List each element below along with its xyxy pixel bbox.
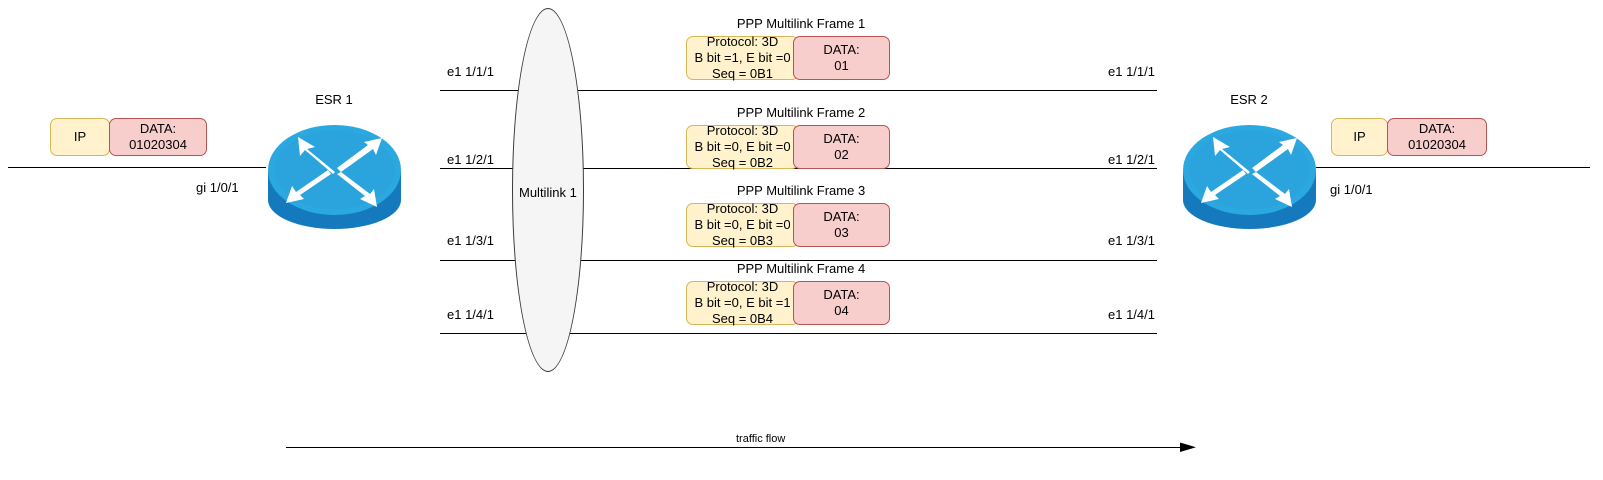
frame-payload-3: DATA: 03 (793, 203, 890, 247)
frame-header-4: Protocol: 3D B bit =0, E bit =1 Seq = 0B… (686, 279, 799, 326)
left-interface-label-2: e1 1/2/1 (447, 152, 494, 167)
frame-payload-2: DATA: 02 (793, 125, 890, 169)
left-router-name: ESR 1 (315, 92, 353, 107)
frame-payload-1: DATA: 01 (793, 36, 890, 80)
right-router-interface-label: gi 1/0/1 (1330, 182, 1373, 197)
left-interface-label-3: e1 1/3/1 (447, 233, 494, 248)
left-interface-label-4: e1 1/4/1 (447, 307, 494, 322)
right-interface-label-1: e1 1/1/1 (1108, 64, 1155, 79)
bundle-link-line-4 (440, 333, 1157, 334)
frame-payload-4: DATA: 04 (793, 281, 890, 325)
left-packet-payload: DATA: 01020304 (109, 118, 207, 156)
right-interface-label-2: e1 1/2/1 (1108, 152, 1155, 167)
multilink-bundle-label: Multilink 1 (519, 185, 577, 200)
frame-header-2: Protocol: 3D B bit =0, E bit =0 Seq = 0B… (686, 123, 799, 170)
frame-title-1: PPP Multilink Frame 1 (736, 16, 866, 31)
frame-header-1: Protocol: 3D B bit =1, E bit =0 Seq = 0B… (686, 34, 799, 81)
router-esr-2 (1180, 112, 1319, 232)
traffic-flow-line (286, 447, 1184, 448)
bundle-link-line-1 (440, 90, 1157, 91)
bundle-link-line-3 (440, 260, 1157, 261)
right-packet-payload: DATA: 01020304 (1387, 118, 1487, 156)
multilink-bundle-ellipse (512, 8, 584, 372)
frame-title-4: PPP Multilink Frame 4 (736, 261, 866, 276)
right-interface-label-3: e1 1/3/1 (1108, 233, 1155, 248)
frame-title-3: PPP Multilink Frame 3 (736, 183, 866, 198)
traffic-flow-label: traffic flow (736, 433, 786, 445)
right-access-link (1316, 167, 1590, 168)
right-packet-ip-header: IP (1331, 118, 1388, 156)
right-interface-label-4: e1 1/4/1 (1108, 307, 1155, 322)
frame-header-3: Protocol: 3D B bit =0, E bit =0 Seq = 0B… (686, 201, 799, 248)
left-access-link (8, 167, 266, 168)
router-esr-1 (265, 112, 404, 232)
right-router-name: ESR 2 (1230, 92, 1268, 107)
frame-title-2: PPP Multilink Frame 2 (736, 105, 866, 120)
left-interface-label-1: e1 1/1/1 (447, 64, 494, 79)
left-packet-ip-header: IP (50, 118, 110, 156)
left-router-interface-label: gi 1/0/1 (196, 180, 239, 195)
traffic-flow-arrow-icon (1180, 440, 1198, 455)
